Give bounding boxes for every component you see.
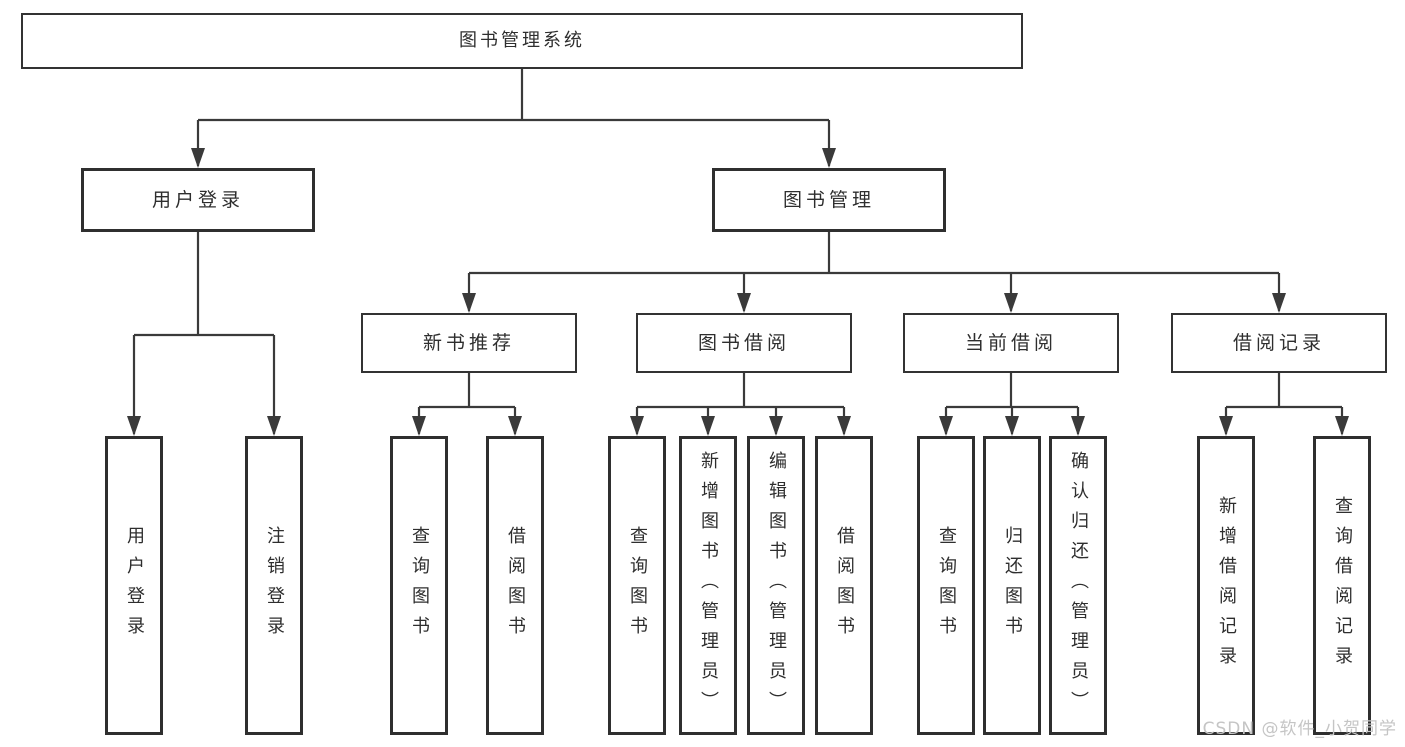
node-library-system-label: 图书管理系统 — [459, 30, 585, 51]
leaf-add-book-admin-label: 新增图书（管理员） — [698, 450, 719, 721]
leaf-borrow-books-recommend-label: 借阅图书 — [505, 525, 526, 646]
node-new-book-recommend: 新书推荐 — [361, 313, 577, 373]
leaf-query-books-borrow-label: 查询图书 — [627, 525, 648, 646]
leaf-borrow-books-recommend: 借阅图书 — [486, 436, 544, 735]
leaf-confirm-return-admin: 确认归还（管理员） — [1049, 436, 1107, 735]
leaf-return-book: 归还图书 — [983, 436, 1041, 735]
node-book-borrowing: 图书借阅 — [636, 313, 852, 373]
arrowheads — [127, 148, 1349, 436]
node-borrowing-records-label: 借阅记录 — [1232, 331, 1325, 354]
leaf-borrow-books-2-label: 借阅图书 — [834, 525, 855, 646]
leaf-add-borrow-record-label: 新增借阅记录 — [1216, 495, 1237, 676]
leaf-query-books-current: 查询图书 — [917, 436, 975, 735]
node-current-borrowing-label: 当前借阅 — [964, 331, 1057, 354]
leaf-edit-book-admin: 编辑图书（管理员） — [747, 436, 805, 735]
node-current-borrowing: 当前借阅 — [903, 313, 1119, 373]
leaf-query-books-borrow: 查询图书 — [608, 436, 666, 735]
leaf-query-borrow-record: 查询借阅记录 — [1313, 436, 1371, 735]
leaf-confirm-return-admin-label: 确认归还（管理员） — [1068, 450, 1089, 721]
leaf-logout-login-label: 注销登录 — [264, 525, 285, 646]
leaf-query-borrow-record-label: 查询借阅记录 — [1332, 495, 1353, 676]
leaf-return-book-label: 归还图书 — [1002, 525, 1023, 646]
tree-edges — [132, 69, 1344, 434]
leaf-borrow-books-2: 借阅图书 — [815, 436, 873, 735]
leaf-user-login: 用户登录 — [105, 436, 163, 735]
node-book-management-label: 图书管理 — [782, 188, 875, 211]
leaf-add-book-admin: 新增图书（管理员） — [679, 436, 737, 735]
node-user-login: 用户登录 — [81, 168, 315, 232]
watermark: CSDN @软件_小贺同学 — [1202, 719, 1397, 739]
node-book-borrowing-label: 图书借阅 — [697, 331, 790, 354]
node-book-management: 图书管理 — [712, 168, 946, 232]
node-borrowing-records: 借阅记录 — [1171, 313, 1387, 373]
node-library-system: 图书管理系统 — [21, 13, 1023, 69]
leaf-edit-book-admin-label: 编辑图书（管理员） — [766, 450, 787, 721]
leaf-query-books-recommend: 查询图书 — [390, 436, 448, 735]
leaf-logout-login: 注销登录 — [245, 436, 303, 735]
node-new-book-recommend-label: 新书推荐 — [422, 331, 515, 354]
leaf-query-books-recommend-label: 查询图书 — [409, 525, 430, 646]
leaf-user-login-label: 用户登录 — [124, 525, 145, 646]
leaf-query-books-current-label: 查询图书 — [936, 525, 957, 646]
leaf-add-borrow-record: 新增借阅记录 — [1197, 436, 1255, 735]
node-user-login-label: 用户登录 — [151, 188, 244, 211]
